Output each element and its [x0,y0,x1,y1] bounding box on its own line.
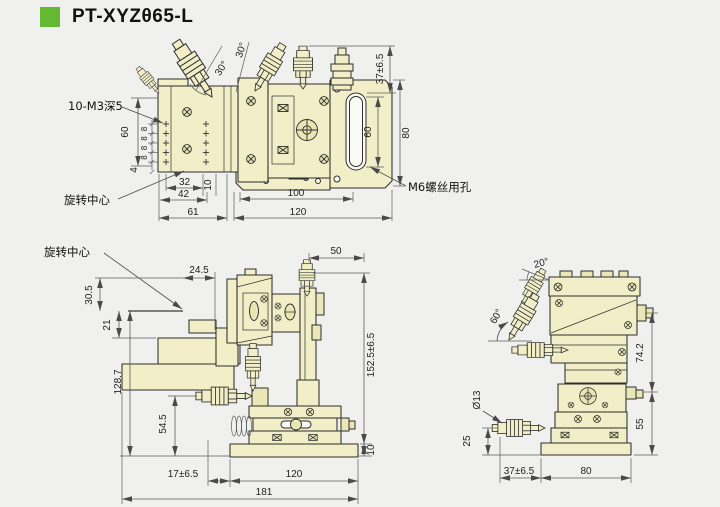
page-title: PT-XYZθ65-L [40,6,193,28]
svg-text:25: 25 [462,435,473,447]
svg-text:50: 50 [330,246,342,257]
svg-text:10: 10 [366,444,377,456]
svg-text:30.5: 30.5 [84,285,95,305]
svg-text:181: 181 [256,487,273,498]
coil-spring [231,415,252,437]
svg-text:8: 8 [140,136,149,141]
svg-text:61: 61 [187,207,199,218]
micrometer-vertical [293,45,313,90]
center-adjuster [296,119,318,141]
arm-lower-bar [121,363,235,391]
svg-text:42: 42 [178,189,190,200]
left-stage-top [157,85,239,173]
arm-tab [188,319,217,334]
dim-label: 60 [120,126,131,138]
m6-hole-callout: M6螺丝用孔 [408,180,472,194]
front-view: 旋转中心 24.5 30.5 21 128.7 54.5 50 152.5±6.… [44,245,377,504]
knurled-post [330,47,354,91]
top-plate-side [548,276,641,297]
z-micrometer-front [245,343,261,392]
svg-text:20°: 20° [533,256,550,271]
svg-text:120: 120 [290,207,307,218]
svg-text:8: 8 [140,126,149,131]
svg-text:60: 60 [363,126,374,138]
svg-text:24.5: 24.5 [189,265,209,276]
svg-text:152.5±6.5: 152.5±6.5 [366,332,377,377]
side-view: 20° 60° 74.2 55 25 Ø13 37±6.5 80 [462,256,658,483]
svg-text:80: 80 [580,466,592,477]
mid-stage-block [237,77,269,183]
svg-text:37±6.5: 37±6.5 [504,466,535,477]
tilt-wedge [549,295,638,336]
svg-text:Ø13: Ø13 [472,390,483,409]
rotation-center-callout-top: 旋转中心 [64,193,110,207]
svg-text:60°: 60° [488,307,505,326]
top-view: 60 8 8 8 8 4 10-M3深5 旋转中心 32 42 61 10 10… [64,35,472,221]
svg-text:120: 120 [286,469,303,480]
svg-text:21: 21 [102,319,113,331]
x-micrometer-front [195,386,253,406]
svg-text:55: 55 [635,418,646,430]
svg-text:10: 10 [203,179,214,191]
green-bullet-icon [40,7,60,27]
svg-text:8: 8 [140,155,149,160]
svg-text:128.7: 128.7 [113,369,124,394]
svg-text:17±6.5: 17±6.5 [168,469,199,480]
base-plate-side [540,442,632,456]
product-title: PT-XYZθ65-L [72,6,194,27]
xy-stage-front [248,405,342,419]
svg-text:80: 80 [401,127,412,139]
svg-text:30°: 30° [234,41,249,59]
tilted-micrometer-lower [501,290,544,345]
base-plate-front [229,443,359,458]
rotation-center-callout-front: 旋转中心 [44,245,90,259]
svg-text:30°: 30° [213,59,230,78]
thread-callout: 10-M3深5 [68,99,123,113]
svg-text:74.2: 74.2 [635,343,646,363]
svg-text:37±6.5: 37±6.5 [375,53,386,84]
svg-text:8: 8 [140,145,149,150]
svg-text:100: 100 [288,188,305,199]
svg-text:4: 4 [129,167,140,173]
svg-text:32: 32 [179,177,191,188]
svg-text:54.5: 54.5 [158,414,169,434]
